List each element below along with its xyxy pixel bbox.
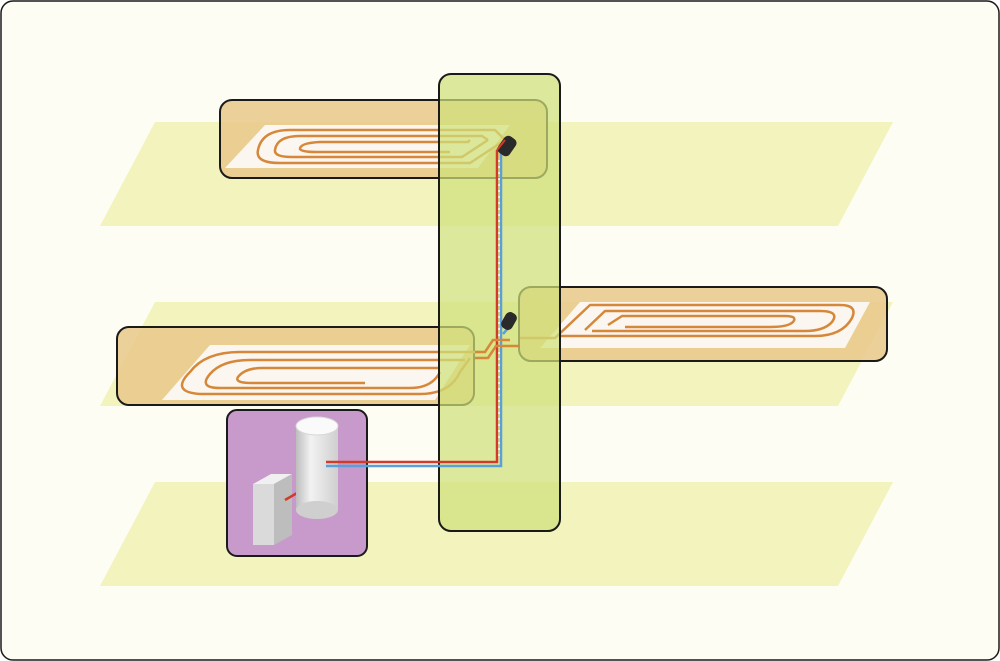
manifold-upper bbox=[496, 135, 517, 157]
manifold-middle bbox=[501, 312, 517, 330]
heating-loop-middle-right bbox=[520, 303, 855, 340]
boiler-cylinder bbox=[295, 416, 339, 519]
riser-zone bbox=[438, 73, 561, 532]
heat-unit bbox=[253, 474, 292, 545]
boiler-flow-pipes bbox=[326, 150, 503, 468]
heating-loop-upper bbox=[256, 128, 506, 165]
